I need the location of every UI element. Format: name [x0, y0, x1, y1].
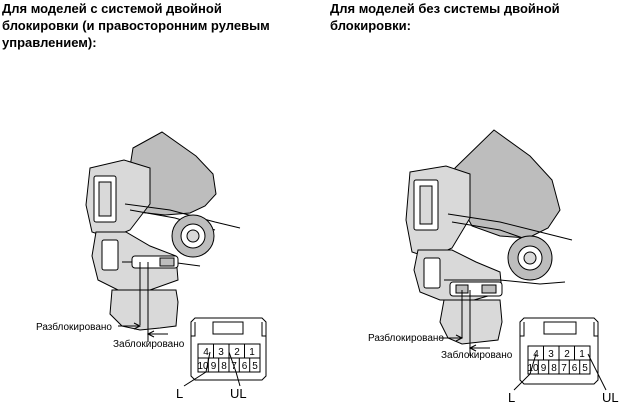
- connector-right: 4 3 2 1 10 9 8 7 6 5 L UL: [508, 317, 619, 405]
- locked-unlocked-indicator-left: Разблокировано Заблокировано: [36, 321, 185, 350]
- unlocked-label-left: Разблокировано: [36, 321, 112, 333]
- heading-double-lock-models: Для моделей с системой двойной блокировк…: [2, 1, 270, 50]
- connector-right-bottom-row: 10 9 8 7 6 5: [527, 363, 588, 374]
- pin-label: 4: [203, 347, 209, 358]
- pin-label: 6: [572, 363, 578, 374]
- connector-left-top-row: 4 3 2 1: [203, 347, 255, 358]
- pin-label: 8: [221, 361, 227, 372]
- pin-label: 9: [211, 361, 217, 372]
- pin-label: 2: [234, 347, 240, 358]
- pin-label: 1: [579, 349, 585, 360]
- pin-label: 2: [564, 349, 570, 360]
- pin-label: 8: [551, 363, 557, 374]
- terminal-UL-label-left: UL: [230, 386, 247, 401]
- locked-unlocked-indicator-right: Разблокировано Заблокировано: [368, 332, 513, 361]
- pin-label: 6: [242, 361, 248, 372]
- locked-label-left: Заблокировано: [113, 338, 185, 350]
- pin-label: 5: [582, 363, 588, 374]
- pin-label: 9: [541, 363, 547, 374]
- unlocked-label-right: Разблокировано: [368, 332, 444, 344]
- pin-label: 3: [548, 349, 554, 360]
- pin-label: 5: [252, 361, 258, 372]
- pin-label: 3: [218, 347, 224, 358]
- door-lock-assembly-right: [405, 129, 573, 348]
- locked-label-right: Заблокировано: [441, 349, 513, 361]
- pin-label: 10: [197, 361, 209, 372]
- terminal-L-label-left: L: [176, 386, 183, 401]
- heading-no-double-lock-models: Для моделей без системы двойной блокиров…: [330, 1, 560, 33]
- terminal-L-label-right: L: [508, 390, 515, 405]
- connector-left: 4 3 2 1 10 9 8 7 6 5 L UL: [176, 317, 267, 401]
- pin-label: 1: [249, 347, 255, 358]
- door-lock-assembly-left: [85, 131, 241, 334]
- pin-label: 10: [527, 363, 539, 374]
- pin-label: 7: [561, 363, 567, 374]
- terminal-UL-label-right: UL: [602, 390, 619, 405]
